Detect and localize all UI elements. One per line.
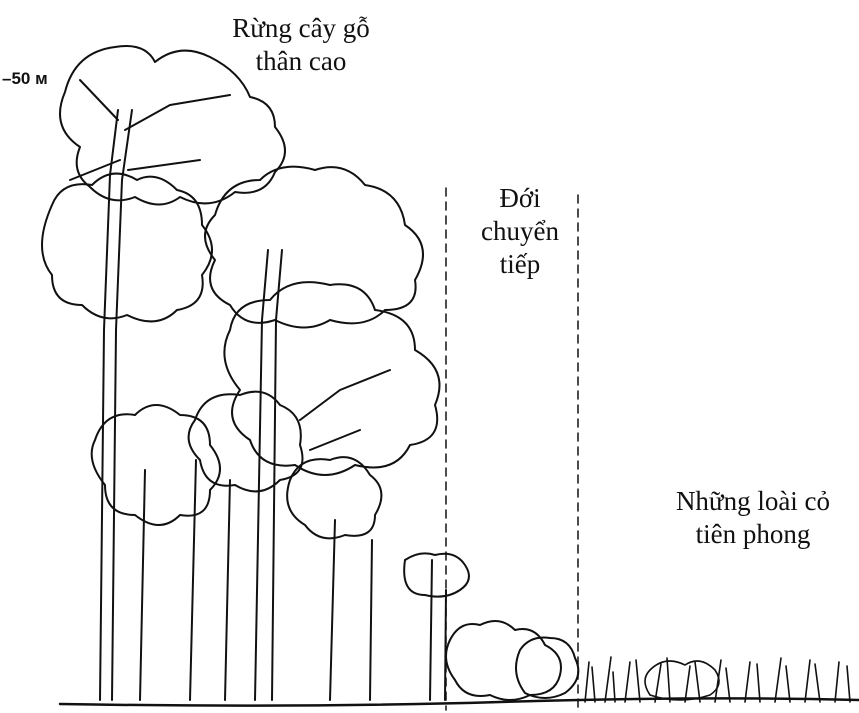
label-pioneer-grasses-line-2: tiên phong bbox=[648, 518, 858, 551]
label-transition-line-3: tiếp bbox=[470, 248, 570, 281]
label-height-marker: –50 м bbox=[2, 69, 48, 89]
emergent-tree-icon bbox=[42, 46, 285, 700]
label-tall-forest: Rừng cây gỗ thân cao bbox=[206, 12, 396, 78]
canopy-tree-icon bbox=[205, 167, 440, 700]
ground-line bbox=[60, 698, 859, 705]
label-tall-forest-line-1: Rừng cây gỗ bbox=[206, 12, 396, 45]
grassland-icon bbox=[585, 657, 850, 702]
label-transition-line-2: chuyển bbox=[470, 215, 570, 248]
label-tall-forest-line-2: thân cao bbox=[206, 45, 396, 78]
label-pioneer-grasses-line-1: Những loài cỏ bbox=[648, 485, 858, 518]
label-transition-zone: Đới chuyển tiếp bbox=[470, 182, 570, 281]
transition-shrubs-icon bbox=[404, 553, 578, 700]
label-pioneer-grasses: Những loài cỏ tiên phong bbox=[648, 485, 858, 551]
label-transition-line-1: Đới bbox=[470, 182, 570, 215]
